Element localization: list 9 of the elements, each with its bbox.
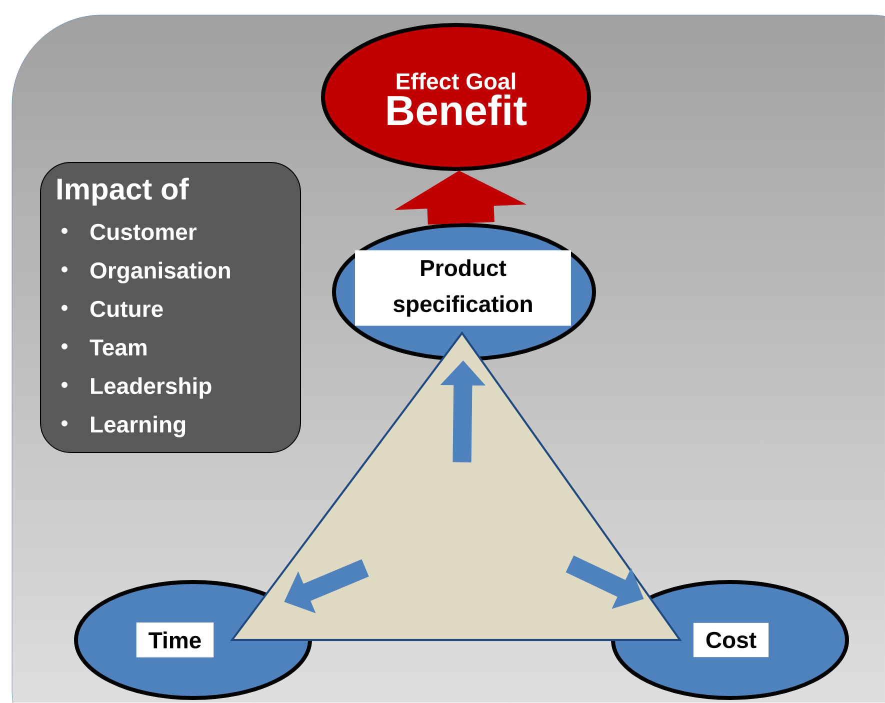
block-arrow [440,360,486,462]
block-arrow [284,559,369,614]
text-label: Time [136,622,214,658]
block-arrow [394,170,527,225]
text-box: Impact of Customer Organisation Cuture Team Leadership Learning [40,162,301,453]
ellipse [321,23,591,171]
text-label: Cost [693,622,769,658]
text-label: Product specification [355,250,571,326]
text-label: Effect Goal Benefit [388,72,527,126]
